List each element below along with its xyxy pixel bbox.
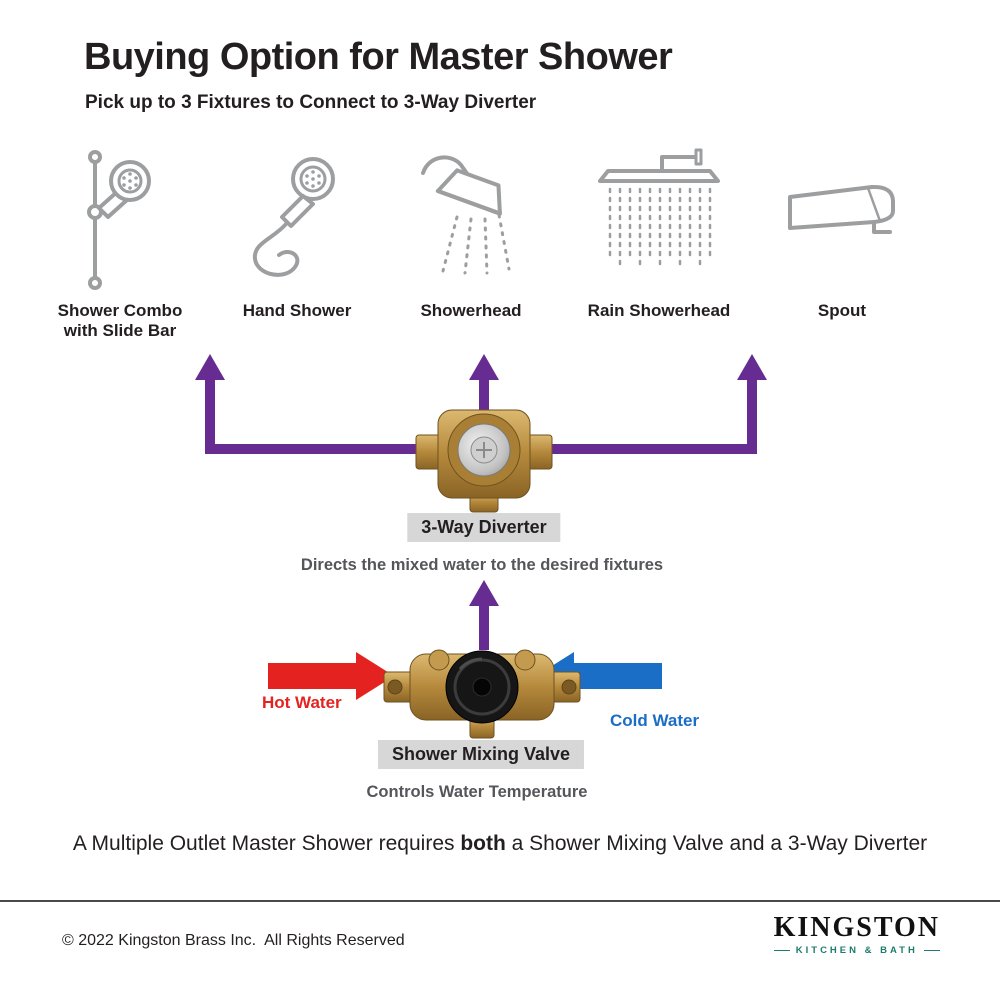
shower-combo-slide-bar-icon: [50, 145, 190, 295]
mixing-valve-to-diverter-arrow: [469, 580, 499, 650]
fixture-shower-combo: Shower Combo with Slide Bar: [50, 145, 190, 341]
fixture-label: Hand Shower: [242, 301, 352, 320]
rain-showerhead-icon: [569, 145, 749, 295]
hand-shower-icon: [209, 145, 385, 295]
hot-water-arrow: [268, 652, 394, 700]
page-subtitle: Pick up to 3 Fixtures to Connect to 3-Wa…: [85, 92, 537, 113]
shower-mixing-valve-image: [382, 630, 582, 745]
fixture-spout: Spout: [767, 145, 917, 321]
fixture-hand-shower: Hand Shower: [209, 145, 385, 321]
spout-icon: [767, 145, 917, 295]
tagline-text: KITCHEN & BATH: [795, 945, 918, 956]
tagline-line-left: [773, 950, 790, 951]
brand-name: KINGSTON: [773, 912, 940, 943]
fixture-label: Shower Combo with Slide Bar: [57, 301, 183, 341]
brand-tagline: KITCHEN & BATH: [773, 945, 940, 956]
page-title: Buying Option for Master Shower: [84, 36, 673, 78]
fixture-label: Rain Showerhead: [587, 301, 731, 320]
kingston-brand-logo: KINGSTON KITCHEN & BATH: [773, 912, 940, 956]
diverter-label: 3-Way Diverter: [407, 513, 561, 542]
mixing-valve-description: Controls Water Temperature: [366, 783, 588, 801]
mixing-valve-label: Shower Mixing Valve: [377, 740, 585, 769]
fixture-label: Showerhead: [420, 301, 522, 320]
hot-water-label: Hot Water: [262, 693, 342, 712]
cold-water-label: Cold Water: [610, 711, 700, 730]
summary-sentence: A Multiple Outlet Master Shower requires…: [73, 832, 927, 856]
fixture-showerhead: Showerhead: [383, 145, 559, 321]
tagline-line-right: [923, 950, 940, 951]
fixture-rain-showerhead: Rain Showerhead: [569, 145, 749, 321]
summary-bold: both: [460, 832, 506, 855]
footer-divider: [0, 900, 1000, 902]
summary-prefix: A Multiple Outlet Master Shower requires: [72, 832, 461, 855]
three-way-diverter-valve-image: [414, 390, 554, 515]
copyright-text: © 2022 Kingston Brass Inc. All Rights Re…: [62, 932, 405, 949]
summary-suffix: a Shower Mixing Valve and a 3-Way Divert…: [505, 832, 928, 855]
diverter-description: Directs the mixed water to the desired f…: [300, 556, 664, 574]
fixture-label: Spout: [817, 301, 867, 320]
showerhead-icon: [383, 145, 559, 295]
